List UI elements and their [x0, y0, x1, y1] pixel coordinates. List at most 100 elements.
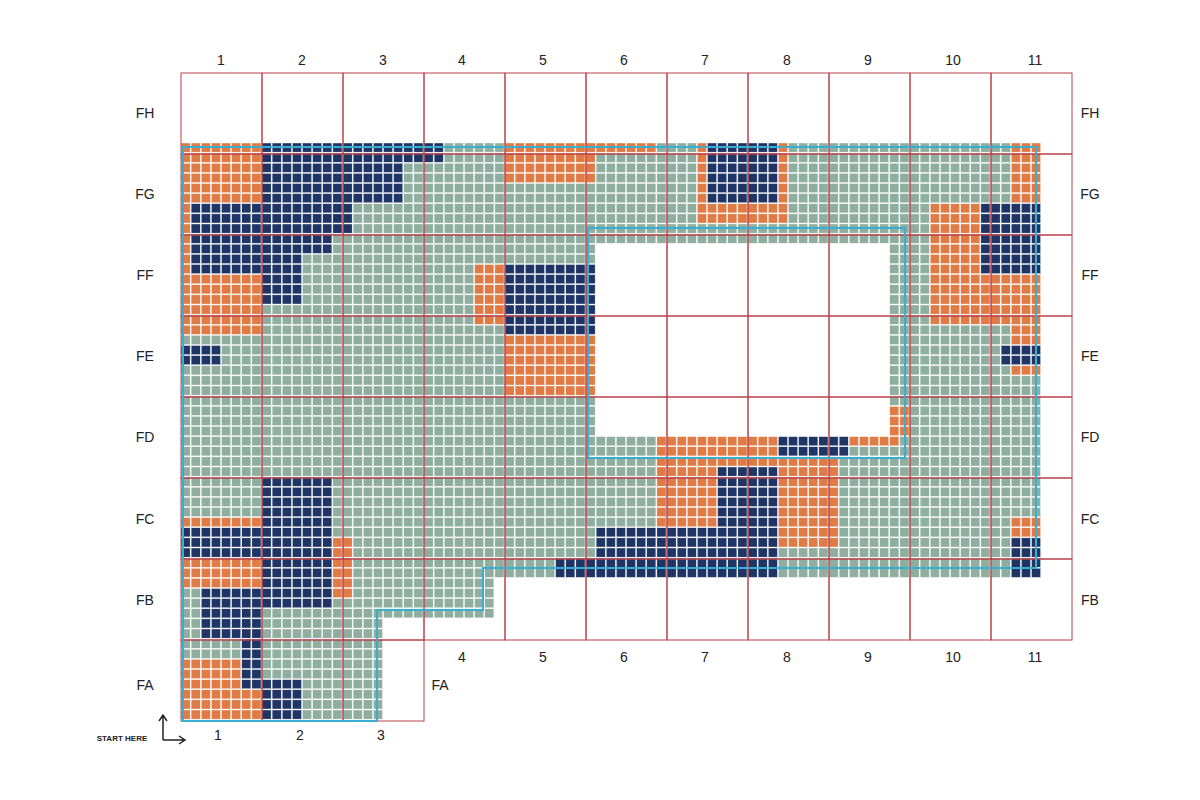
tile [940, 376, 949, 385]
tile [627, 194, 636, 203]
tile [201, 275, 210, 284]
tile [404, 163, 413, 172]
tile [748, 173, 757, 182]
tile [1011, 386, 1020, 395]
tile [272, 163, 281, 172]
mosaic-tiles [181, 143, 1041, 719]
tile [333, 254, 342, 263]
tile [272, 265, 281, 274]
tile [292, 335, 301, 344]
tile [495, 254, 504, 263]
tile [201, 194, 210, 203]
tile [1011, 427, 1020, 436]
tile [910, 386, 919, 395]
tile [434, 427, 443, 436]
tile [981, 416, 990, 425]
tile [211, 265, 220, 274]
tile [566, 214, 575, 223]
tile [515, 346, 524, 355]
tile [485, 194, 494, 203]
tile [242, 214, 251, 223]
tile [677, 184, 686, 193]
tile [910, 325, 919, 334]
tile [353, 325, 362, 334]
tile [201, 356, 210, 365]
tile [910, 295, 919, 304]
tile [556, 325, 565, 334]
tile [900, 173, 909, 182]
tile [728, 173, 737, 182]
tile [910, 427, 919, 436]
tile [546, 437, 555, 446]
tile [1021, 427, 1030, 436]
tile [191, 173, 200, 182]
tile [971, 244, 980, 253]
tile [222, 173, 231, 182]
tile [535, 285, 544, 294]
tile [829, 204, 838, 213]
tile [991, 204, 1000, 213]
tile [546, 386, 555, 395]
tile [394, 163, 403, 172]
tile [971, 366, 980, 375]
tile [758, 184, 767, 193]
tile [566, 204, 575, 213]
tile [910, 376, 919, 385]
tile [505, 416, 514, 425]
tile [859, 204, 868, 213]
tile [616, 184, 625, 193]
tile [535, 173, 544, 182]
tile [546, 244, 555, 253]
tile [313, 214, 322, 223]
tile [343, 163, 352, 172]
tile [1001, 366, 1010, 375]
tile [495, 163, 504, 172]
tile [900, 204, 909, 213]
tile [232, 224, 241, 233]
tile [333, 346, 342, 355]
tile [363, 356, 372, 365]
tile [363, 427, 372, 436]
tile [272, 356, 281, 365]
tile [556, 163, 565, 172]
tile [535, 376, 544, 385]
tile [940, 224, 949, 233]
tile [991, 163, 1000, 172]
tile [272, 406, 281, 415]
tile [232, 184, 241, 193]
tile [809, 173, 818, 182]
tile [485, 437, 494, 446]
tile [951, 437, 960, 446]
tile [981, 346, 990, 355]
tile [282, 194, 291, 203]
tile [920, 366, 929, 375]
tile [951, 416, 960, 425]
tile [363, 335, 372, 344]
tile [444, 254, 453, 263]
tile [262, 173, 271, 182]
tile [282, 416, 291, 425]
tile [394, 437, 403, 446]
tile [373, 194, 382, 203]
tile [697, 184, 706, 193]
tile [414, 184, 423, 193]
tile [353, 244, 362, 253]
tile [404, 346, 413, 355]
tile [434, 335, 443, 344]
tile [191, 265, 200, 274]
tile [971, 214, 980, 223]
tile [535, 265, 544, 274]
tile [890, 427, 899, 436]
tile [394, 335, 403, 344]
tile [1021, 244, 1030, 253]
tile [485, 406, 494, 415]
tile [505, 346, 514, 355]
tile [505, 163, 514, 172]
tile [910, 346, 919, 355]
tile [951, 346, 960, 355]
tile [222, 416, 231, 425]
tile [951, 325, 960, 334]
tile [1021, 406, 1030, 415]
tile [303, 214, 312, 223]
tile [333, 325, 342, 334]
